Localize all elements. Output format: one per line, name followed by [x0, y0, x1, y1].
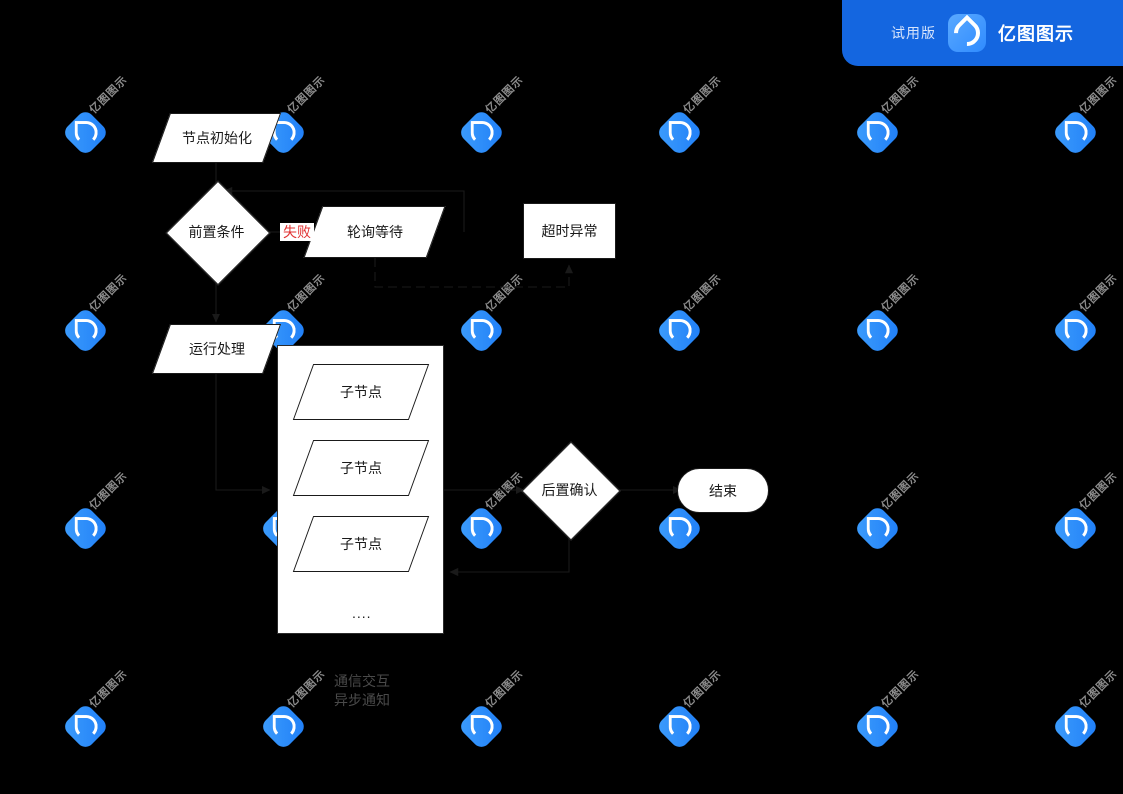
edge-poll-to-timeout-dashed	[374, 258, 574, 288]
node-init[interactable]: 节点初始化	[151, 113, 282, 163]
node-timeout-label: 超时异常	[541, 223, 598, 239]
node-more-indicator: ....	[352, 605, 372, 621]
node-init-label: 节点初始化	[181, 130, 252, 146]
node-precheck[interactable]: 前置条件	[165, 180, 270, 286]
trial-banner[interactable]: 试用版 亿图图示	[842, 0, 1123, 66]
node-child-3[interactable]: 子节点	[292, 516, 430, 572]
node-child-1[interactable]: 子节点	[292, 364, 430, 420]
node-postcheck-label: 后置确认	[541, 482, 598, 498]
node-end-label: 结束	[709, 482, 737, 499]
node-poll[interactable]: 轮询等待	[303, 206, 446, 258]
note-async: 异步通知	[334, 692, 390, 708]
node-end[interactable]: 结束	[677, 468, 769, 513]
node-child-1-label: 子节点	[340, 384, 382, 400]
node-child-2-label: 子节点	[340, 460, 382, 476]
node-postcheck[interactable]: 后置确认	[521, 441, 620, 541]
node-run-label: 运行处理	[188, 341, 245, 357]
brand-label: 亿图图示	[998, 24, 1074, 44]
note-communication: 通信交互	[334, 673, 390, 689]
edraw-logo-icon	[948, 14, 986, 52]
edge-poll-loopback-to-precheck	[223, 186, 465, 232]
node-child-2[interactable]: 子节点	[292, 440, 430, 496]
node-precheck-label: 前置条件	[188, 224, 245, 240]
edge-run-to-children	[215, 374, 271, 495]
edge-postcheck-feedback-to-children	[449, 519, 570, 577]
node-run[interactable]: 运行处理	[151, 324, 282, 374]
node-timeout[interactable]: 超时异常	[523, 203, 616, 259]
trial-label: 试用版	[891, 25, 936, 41]
edge-label-fail: 失败	[280, 223, 314, 241]
node-child-3-label: 子节点	[340, 536, 382, 552]
node-poll-label: 轮询等待	[346, 224, 403, 240]
